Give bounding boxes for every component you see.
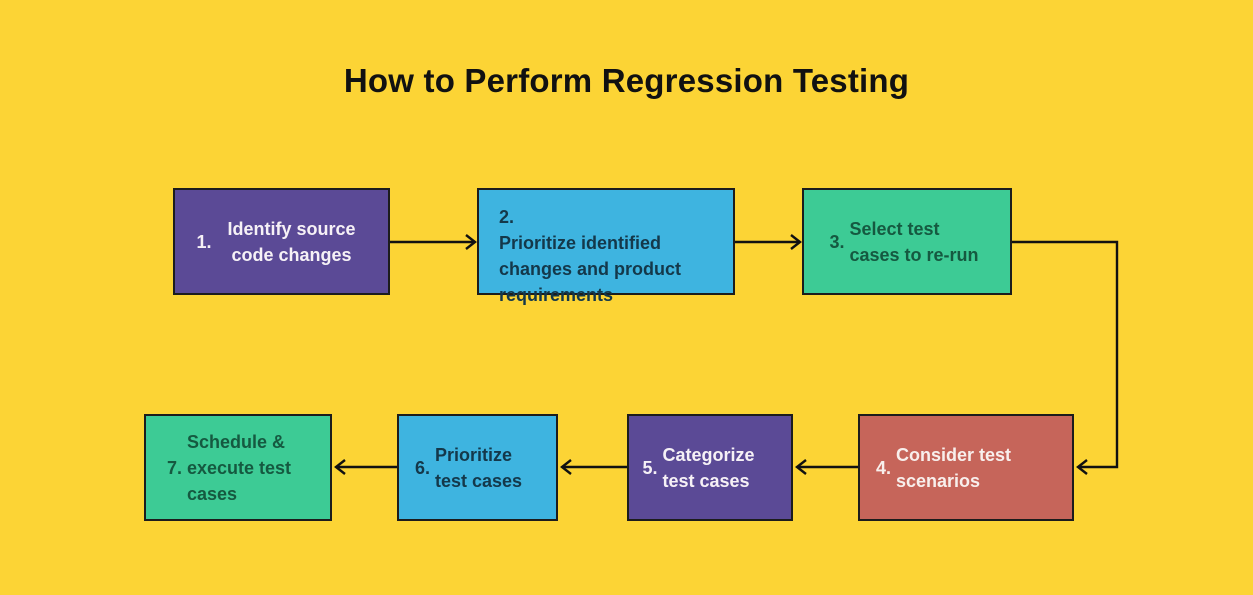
step-box-3: 3. Select test cases to re-run [802, 188, 1012, 295]
step-box-4: 4. Consider test scenarios [858, 414, 1074, 521]
step-box-2: 2. Prioritize identified changes and prod… [477, 188, 735, 305]
step-6-label: Prioritize test cases [435, 444, 523, 491]
step-7-label: Schedule & execute test cases [187, 431, 292, 504]
step-box-7: 7. Schedule & execute test cases [144, 414, 332, 521]
step-1-number: 1. [196, 231, 217, 252]
step-2-label: Prioritize identified changes and produc… [499, 233, 682, 305]
step-box-1: 1. Identify source code changes [173, 188, 390, 295]
step-2-number: 2. [499, 207, 515, 227]
step-3-label: Select test cases to re-run [849, 218, 979, 265]
step-7-number: 7. [166, 457, 187, 478]
step-box-6: 6. Prioritize test cases [397, 414, 558, 521]
step-box-5: 5. Categorize test cases [627, 414, 793, 521]
diagram-title: How to Perform Regression Testing [343, 62, 910, 99]
step-4-number: 4. [875, 457, 896, 478]
step-6-number: 6. [414, 457, 435, 478]
step-3-number: 3. [829, 231, 850, 252]
step-1-label: Identify source code changes [227, 218, 356, 265]
step-4-label: Consider test scenarios [896, 444, 1012, 491]
step-5-number: 5. [642, 457, 663, 478]
step-5-label: Categorize test cases [662, 444, 755, 491]
